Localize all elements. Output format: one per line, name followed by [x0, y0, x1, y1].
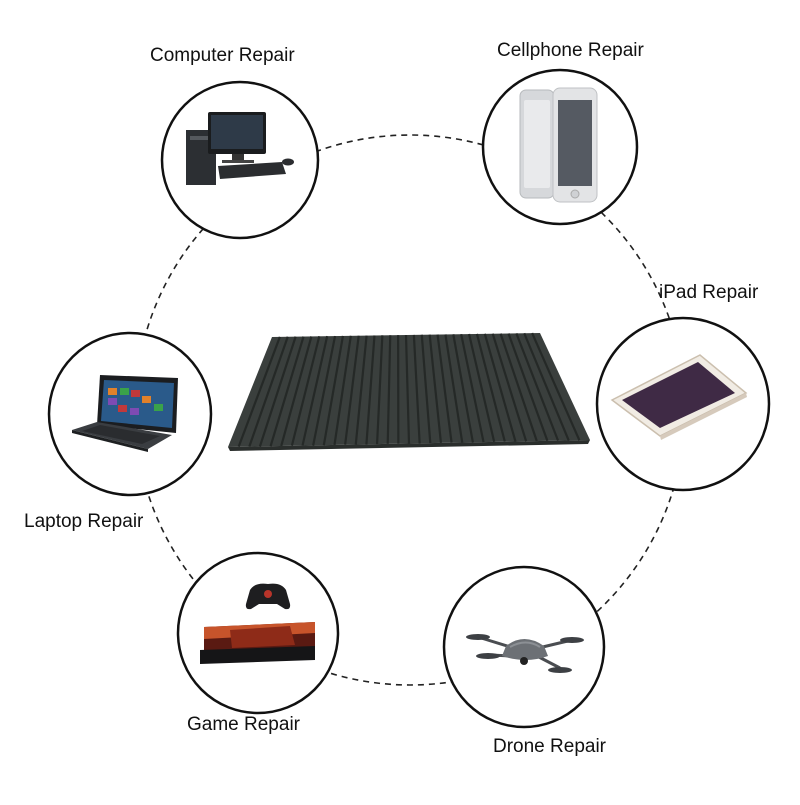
computer-repair-label: Computer Repair — [150, 45, 295, 67]
game-repair-label: Game Repair — [187, 714, 300, 736]
laptop-repair-label: Laptop Repair — [24, 511, 143, 533]
cellphone-repair-label: Cellphone Repair — [497, 40, 644, 62]
drone-repair-node — [444, 567, 604, 727]
laptop-repair-node — [49, 333, 211, 495]
cellphone-repair-node — [483, 70, 637, 224]
drone-repair-label: Drone Repair — [493, 736, 606, 758]
game-repair-node — [178, 553, 338, 713]
computer-repair-node — [162, 82, 318, 238]
ipad-repair-node — [597, 318, 769, 490]
center-mat-icon — [228, 333, 590, 451]
ipad-repair-label: iPad Repair — [659, 282, 758, 304]
smartphone-icon — [520, 88, 597, 202]
